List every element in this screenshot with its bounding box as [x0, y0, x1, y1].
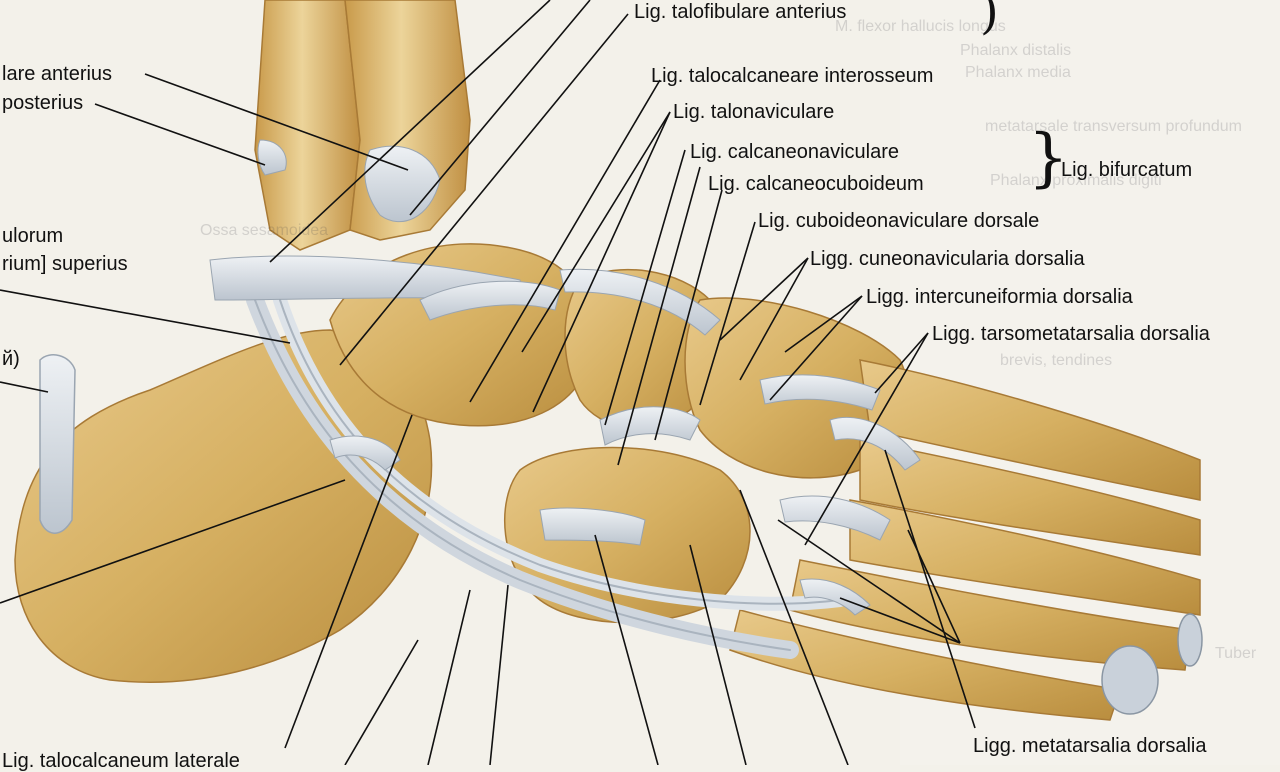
leader-lines — [0, 0, 976, 766]
label-talocalcaneum-laterale: Lig. talocalcaneum laterale — [2, 750, 240, 772]
label-tibiofibulare-anterius: lare anterius — [2, 63, 113, 85]
label-talonaviculare: Lig. talonaviculare — [673, 101, 835, 123]
label-talofibulare-anterius: Lig. talofibulare anterius — [634, 1, 847, 23]
bg-text-2: Phalanx distalis — [960, 42, 1072, 59]
label-intercuneiformia-dorsalia: Ligg. intercuneiformia dorsalia — [866, 286, 1133, 308]
label-cuboideonaviculare-dorsale: Lig. cuboideonaviculare dorsale — [758, 210, 1040, 232]
fibula — [254, 0, 361, 251]
achilles-tendon-stub — [39, 354, 76, 534]
label-metatarsalia-dorsalia: Ligg. metatarsalia dorsalia — [973, 735, 1207, 757]
metatarsal-head — [1101, 645, 1159, 715]
ligament-bands — [209, 139, 921, 616]
label-cuneonavicularia-dorsalia: Ligg. cuneonavicularia dorsalia — [810, 248, 1085, 270]
label-tarsometatarsalia-dorsalia: Ligg. tarsometatarsalia dorsalia — [932, 323, 1210, 345]
bg-text-8: Tuber — [1215, 645, 1257, 662]
bg-text-7: Ossa sesamoidea — [200, 222, 329, 239]
bg-text-4: metatarsale transversum profundum — [985, 118, 1242, 135]
label-partial-left: й) — [2, 348, 20, 370]
bifurcatum-brace: } — [1028, 121, 1069, 195]
bg-text-6: brevis, tendines — [1000, 352, 1113, 369]
label-bifurcatum: Lig. bifurcatum — [1061, 159, 1193, 181]
peroneal-tendons — [246, 291, 847, 659]
top-brace-fragment: ) — [980, 0, 999, 40]
bg-text-1: M. flexor hallucis longus — [835, 18, 1006, 35]
label-retinaculum-line1: ulorum — [2, 225, 64, 247]
label-talocalcaneare-interosseum: Lig. talocalcaneare interosseum — [651, 65, 934, 87]
bg-text-3: Phalanx media — [965, 64, 1071, 81]
bg-text-5: Phalanx proximalis digiti — [990, 172, 1162, 189]
metatarsal-head-2 — [1177, 613, 1203, 667]
label-retinaculum-line2: rium] superius — [2, 253, 128, 275]
label-calcaneocuboideum: Lig. calcaneocuboideum — [708, 173, 924, 195]
metatarsals — [729, 359, 1201, 721]
label-tibiofibulare-posterius: posterius — [2, 92, 84, 114]
label-calcaneonaviculare: Lig. calcaneonaviculare — [690, 141, 900, 163]
